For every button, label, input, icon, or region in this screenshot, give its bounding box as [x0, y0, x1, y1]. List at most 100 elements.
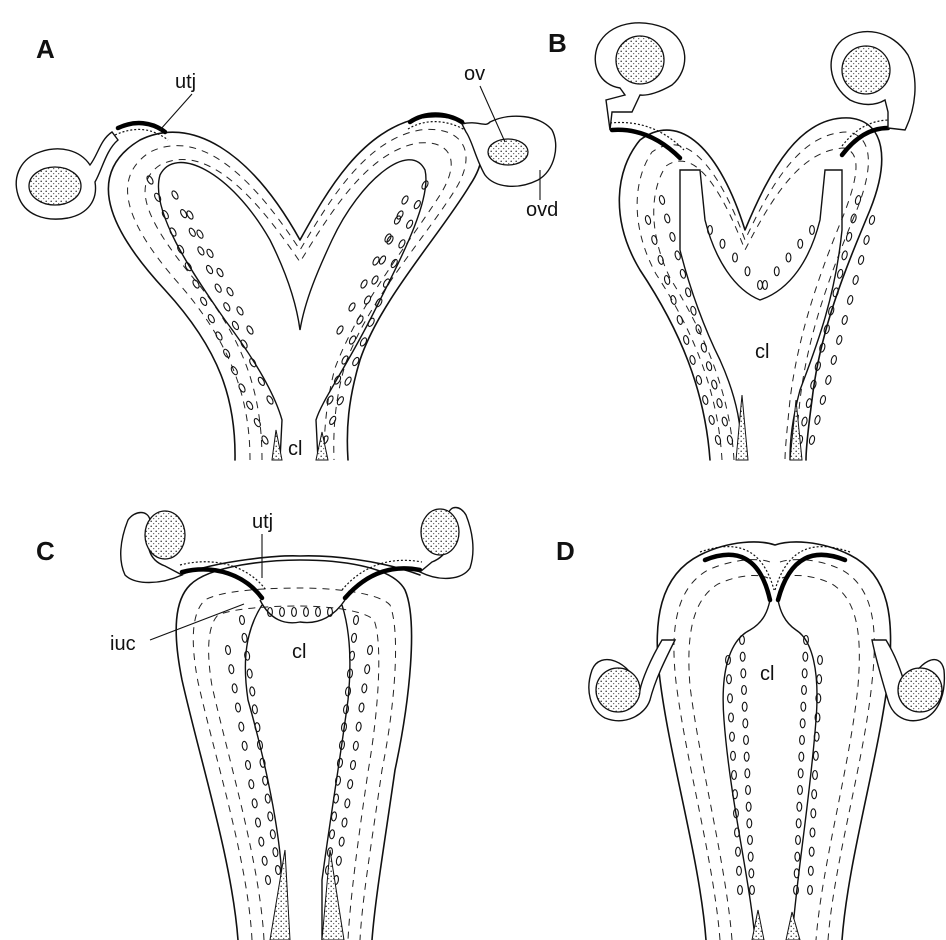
gland — [795, 852, 800, 861]
gland — [659, 195, 666, 205]
gland — [799, 752, 804, 761]
gland — [812, 790, 817, 799]
gland — [855, 195, 862, 205]
gland — [744, 752, 749, 761]
panel-c-label-cl: cl — [292, 641, 306, 663]
gland — [225, 645, 231, 655]
gland — [247, 669, 253, 679]
gland — [336, 856, 342, 866]
gland — [405, 219, 414, 229]
gland — [344, 376, 353, 386]
gland — [382, 278, 391, 288]
gland — [292, 608, 297, 617]
panel-d-right-ovary — [898, 668, 942, 712]
gland — [333, 794, 339, 804]
gland — [262, 776, 268, 786]
gland — [808, 886, 813, 895]
gland — [242, 741, 248, 751]
gland — [858, 255, 865, 265]
gland — [852, 275, 859, 285]
gland — [188, 227, 197, 237]
gland — [731, 751, 736, 760]
panel-b-label-cl: cl — [755, 341, 769, 363]
panel-d-letter: D — [556, 536, 575, 566]
gland — [252, 799, 258, 809]
gland — [676, 315, 683, 325]
gland — [801, 702, 806, 711]
gland — [228, 664, 234, 674]
gland — [732, 771, 737, 780]
gland — [737, 866, 742, 875]
gland — [715, 435, 722, 445]
gland — [748, 852, 753, 861]
gland — [184, 262, 193, 272]
panel-c: C utj iuc cl — [36, 508, 473, 940]
panel-a-utj-left — [118, 123, 165, 132]
gland — [258, 837, 264, 847]
panel-b-utj-left — [612, 130, 680, 158]
gland — [802, 669, 807, 678]
gland — [363, 295, 372, 305]
gland — [254, 722, 260, 732]
gland — [253, 418, 262, 428]
gland — [808, 866, 813, 875]
gland — [248, 358, 257, 368]
gland — [645, 215, 652, 225]
gland — [267, 812, 273, 822]
gland — [763, 281, 768, 290]
gland — [257, 376, 266, 386]
gland — [358, 703, 364, 713]
gland — [364, 664, 370, 674]
gland — [260, 758, 266, 768]
gland — [811, 809, 816, 818]
gland — [353, 741, 359, 751]
panel-b-cervix-fold-left — [736, 395, 748, 460]
gland — [745, 267, 750, 276]
gland — [205, 264, 214, 274]
panel-d-uterine-wall — [657, 542, 890, 940]
gland — [798, 769, 803, 778]
gland — [349, 651, 355, 661]
gland — [347, 779, 353, 789]
gland — [746, 786, 751, 795]
gland — [803, 652, 808, 661]
panel-d-utj-right-lining — [775, 547, 850, 590]
panel-c-label-utj: utj — [252, 511, 273, 533]
gland — [248, 779, 254, 789]
gland — [353, 615, 359, 625]
gland — [245, 400, 254, 410]
panel-b-uterine-wall — [619, 118, 881, 460]
gland — [669, 232, 676, 242]
gland — [176, 244, 185, 254]
gland — [830, 355, 837, 365]
gland — [239, 615, 245, 625]
gland — [819, 395, 826, 405]
panel-c-letter: C — [36, 536, 55, 566]
gland — [869, 215, 876, 225]
panel-c-cervix-fold-left — [270, 850, 290, 940]
gland — [745, 769, 750, 778]
gland — [216, 267, 225, 277]
gland — [708, 415, 715, 425]
gland — [270, 829, 276, 839]
gland — [798, 786, 803, 795]
panel-d-wall-layer — [674, 560, 874, 940]
gland — [235, 703, 241, 713]
gland — [863, 235, 870, 245]
panel-d: D cl — [556, 536, 944, 940]
panel-d-cervix-fold-right — [786, 912, 800, 940]
gland — [226, 287, 235, 297]
gland — [847, 295, 854, 305]
panel-a: A utj ov ovd cl — [16, 34, 558, 460]
panel-a-label-ov: ov — [464, 63, 485, 85]
gland — [232, 684, 238, 694]
panel-a-wall-layer — [128, 129, 466, 460]
gland — [249, 687, 255, 697]
gland — [275, 865, 281, 875]
gland — [316, 608, 321, 617]
gland — [350, 760, 356, 770]
gland — [222, 302, 231, 312]
gland — [720, 239, 725, 248]
gland — [689, 355, 696, 365]
gland — [683, 335, 690, 345]
